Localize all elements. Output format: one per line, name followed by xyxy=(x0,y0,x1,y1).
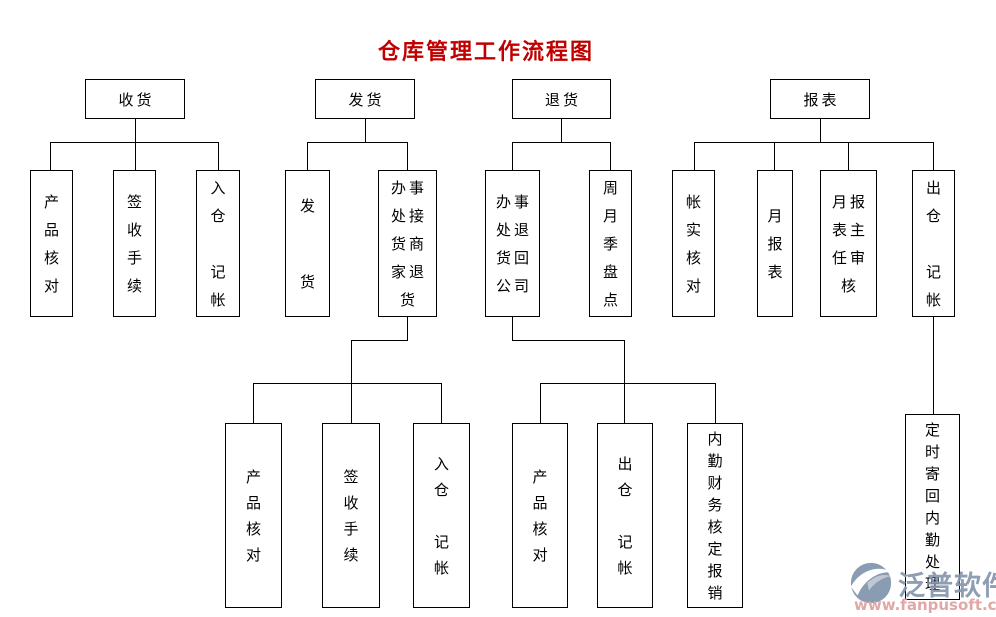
node-product-check-2: 产 品 核 对 xyxy=(225,423,282,608)
connector-line xyxy=(50,142,219,143)
connector-line xyxy=(512,317,513,340)
connector-line xyxy=(933,142,934,170)
connector-line xyxy=(441,383,442,423)
watermark: 泛普软件 www.fanpusoft.com xyxy=(846,558,996,616)
node-report-director-review: 月报 表主 任审 核 xyxy=(820,170,877,317)
node-label: 定 时 寄 回 内 勤 处 理 xyxy=(924,421,941,593)
node-label: 周 月 季 盘 点 xyxy=(602,178,621,309)
connector-line xyxy=(512,142,513,170)
node-inbound-bookkeeping-2: 入 仓 记 帐 xyxy=(413,423,470,608)
node-inbound-bookkeeping-1: 入 仓 记 帐 xyxy=(196,170,240,317)
node-label: 办事 处退 货回 公司 xyxy=(495,192,532,295)
node-outbound-bookkeeping-2: 出 仓 记 帐 xyxy=(597,423,653,608)
node-receiving: 收货 xyxy=(85,79,185,119)
connector-line xyxy=(694,142,933,143)
node-label: 收货 xyxy=(118,90,155,109)
connector-line xyxy=(610,142,611,170)
node-label: 入 仓 记 帐 xyxy=(433,454,452,577)
node-product-check-3: 产 品 核 对 xyxy=(512,423,568,608)
node-label: 帐 实 核 对 xyxy=(685,192,704,295)
fanpu-swoosh-logo-icon xyxy=(850,562,893,604)
connector-line xyxy=(848,142,849,170)
connector-line xyxy=(540,383,716,384)
node-label: 月报 表主 任审 核 xyxy=(831,192,868,295)
node-backoffice-finance-approve-expense: 内 勤 财 务 核 定 报 销 xyxy=(687,423,743,608)
connector-line xyxy=(365,119,366,142)
connector-line xyxy=(540,383,541,423)
node-label: 报表 xyxy=(803,90,840,109)
node-label: 产 品 核 对 xyxy=(245,467,264,564)
connector-line xyxy=(820,119,821,142)
connector-line xyxy=(351,340,352,423)
node-account-reality-check: 帐 实 核 对 xyxy=(672,170,715,317)
connector-line xyxy=(407,142,408,170)
connector-line xyxy=(135,142,136,170)
node-label: 出 仓 记 帐 xyxy=(617,454,636,577)
connector-line xyxy=(561,119,562,142)
node-reports: 报表 xyxy=(770,79,870,119)
node-periodic-stocktake: 周 月 季 盘 点 xyxy=(589,170,632,317)
connector-line xyxy=(624,340,625,423)
connector-line xyxy=(933,317,934,414)
connector-line xyxy=(694,142,695,170)
node-ship-goods: 发 货 xyxy=(285,170,330,317)
connector-line xyxy=(50,142,51,170)
connector-line xyxy=(135,119,136,142)
node-monthly-report: 月 报 表 xyxy=(757,170,793,317)
node-label: 产 品 核 对 xyxy=(532,467,551,564)
node-office-pickup-merchant-return: 办事 处接 货商 家退 货 xyxy=(378,170,437,317)
connector-line xyxy=(774,142,775,170)
connector-line xyxy=(715,383,716,423)
connector-line xyxy=(307,142,408,143)
node-label: 退货 xyxy=(544,90,581,109)
node-label: 月 报 表 xyxy=(767,206,786,281)
connector-line xyxy=(253,383,442,384)
connector-line xyxy=(253,383,254,423)
node-label: 发 货 xyxy=(299,196,318,291)
watermark-url: www.fanpusoft.com xyxy=(854,596,996,614)
node-label: 入 仓 记 帐 xyxy=(210,178,229,309)
node-label: 出 仓 记 帐 xyxy=(925,178,944,309)
connector-line xyxy=(218,142,219,170)
watermark-brand: 泛普软件 xyxy=(898,571,996,602)
node-returns: 退货 xyxy=(512,79,611,119)
node-mail-back-to-backoffice: 定 时 寄 回 内 勤 处 理 xyxy=(905,414,960,600)
node-outbound-bookkeeping-1: 出 仓 记 帐 xyxy=(912,170,955,317)
connector-line xyxy=(307,142,308,170)
node-label: 签 收 手 续 xyxy=(343,467,362,564)
connector-line xyxy=(512,142,610,143)
node-label: 办事 处接 货商 家退 货 xyxy=(390,178,427,309)
node-sign-procedure-1: 签 收 手 续 xyxy=(113,170,156,317)
node-sign-procedure-2: 签 收 手 续 xyxy=(322,423,380,608)
node-label: 内 勤 财 务 核 定 报 销 xyxy=(707,429,724,602)
node-label: 签 收 手 续 xyxy=(126,192,145,295)
page-title: 仓库管理工作流程图 xyxy=(377,40,595,65)
connector-line xyxy=(351,340,408,341)
connector-line xyxy=(407,317,408,340)
node-label: 产 品 核 对 xyxy=(43,192,62,295)
node-shipping: 发货 xyxy=(315,79,415,119)
node-office-return-to-company: 办事 处退 货回 公司 xyxy=(485,170,540,317)
node-product-check-1: 产 品 核 对 xyxy=(30,170,73,317)
connector-line xyxy=(512,340,625,341)
node-label: 发货 xyxy=(348,90,385,109)
